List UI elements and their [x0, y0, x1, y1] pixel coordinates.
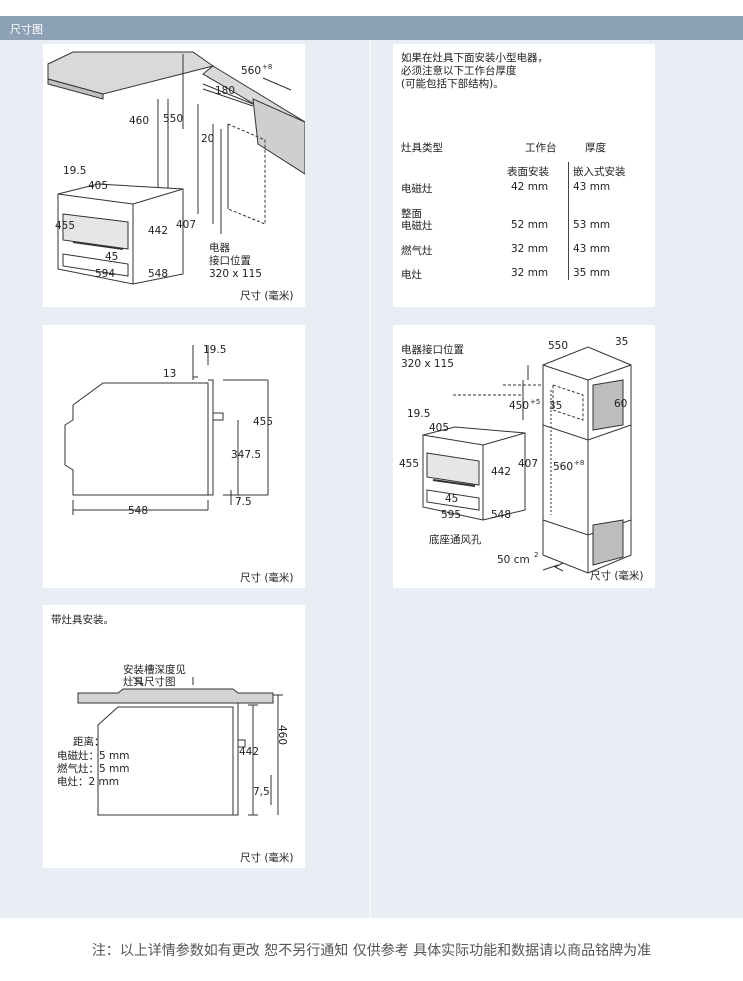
col-header-worktop: 工作台 — [525, 142, 557, 154]
dim-450-tolerance: +5 — [530, 398, 540, 406]
dim-455: 455 — [55, 220, 75, 232]
dim-60: 60 — [614, 398, 627, 410]
dim-20: 20 — [201, 133, 214, 145]
tall-cabinet-drawing: 电器接口位置 320 x 115 550 35 450 +5 35 60 19.… — [399, 336, 644, 582]
dim-594: 594 — [95, 268, 115, 280]
dim-35-side: 35 — [549, 400, 562, 412]
footer-note: 注：以上详情参数如有更改 恕不另行通知 仅供参考 具体实际功能和数据请以商品铭牌… — [91, 943, 652, 959]
dim-407: 407 — [176, 219, 196, 231]
dim-550: 550 — [163, 113, 183, 125]
connector-label-3: 320 x 115 — [209, 268, 262, 280]
dim-460: 460 — [276, 725, 288, 745]
panel-worktop-table: 如果在灶具下面安装小型电器， 必须注意以下工作台厚度 (可能包括下部结构)。 灶… — [393, 44, 655, 307]
dim-347-5: 347.5 — [231, 449, 261, 461]
col-header-builtin: 嵌入式安装 — [573, 166, 626, 178]
dim-548: 548 — [128, 505, 148, 517]
vent-label: 底座通风孔 — [429, 533, 482, 546]
hob-install-title: 带灶具安装。 — [51, 613, 114, 626]
dim-548: 548 — [491, 509, 511, 521]
column-divider — [369, 40, 371, 918]
row-electric-surface: 32 mm — [511, 267, 549, 279]
connector-label-2: 320 x 115 — [401, 358, 454, 370]
connector-label-1: 电器接口位置 — [401, 343, 464, 356]
vent-area-unit-exp: 2 — [534, 551, 538, 559]
dim-455: 455 — [399, 458, 419, 470]
col-header-type: 灶具类型 — [401, 142, 443, 154]
row-gas-type: 燃气灶 — [401, 245, 433, 257]
row-fullzone-surface: 52 mm — [511, 219, 549, 231]
row-electric-type: 电灶 — [401, 269, 422, 281]
row-gas-surface: 32 mm — [511, 243, 549, 255]
dim-560: 560 — [241, 65, 261, 77]
dim-460: 460 — [129, 115, 149, 127]
dim-19-5: 19.5 — [63, 165, 86, 177]
connector-label-1: 电器 — [209, 241, 230, 254]
col-header-surface: 表面安装 — [507, 166, 549, 178]
intro-line-1: 如果在灶具下面安装小型电器， — [401, 52, 548, 64]
unit-label: 尺寸 (毫米) — [240, 571, 294, 584]
hob-install-drawing: 带灶具安装。 安装槽深度见 灶具尺寸图 442 460 7,5 距离： 电磁灶：… — [51, 613, 294, 864]
side-view-drawing: 19.5 13 455 347.5 7.5 548 尺寸 (毫米) — [64, 344, 294, 584]
row-induction-builtin: 43 mm — [573, 181, 611, 193]
dim-180: 180 — [215, 85, 235, 97]
vent-area: 50 cm — [497, 554, 530, 566]
table-divider — [568, 162, 569, 280]
row-fullzone-builtin: 53 mm — [573, 219, 611, 231]
dim-45: 45 — [105, 251, 118, 263]
dim-442: 442 — [148, 225, 168, 237]
dim-7-5: 7.5 — [235, 496, 252, 508]
panel-side-view: 19.5 13 455 347.5 7.5 548 尺寸 (毫米) — [43, 325, 305, 588]
groove-note-1: 安装槽深度见 — [123, 663, 186, 676]
dim-560-tolerance: +8 — [262, 63, 272, 71]
row-induction-type: 电磁灶 — [401, 183, 433, 195]
dim-450: 450 — [509, 400, 529, 412]
panel-tall-cabinet: 电器接口位置 320 x 115 550 35 450 +5 35 60 19.… — [393, 325, 655, 588]
dim-560: 560 — [553, 461, 573, 473]
section-title: 尺寸图 — [10, 23, 43, 36]
distance-title: 距离： — [73, 735, 105, 748]
dim-407: 407 — [518, 458, 538, 470]
dim-405: 405 — [429, 422, 449, 434]
distance-electric: 电灶：2 mm — [57, 775, 119, 788]
panel-install-perspective: 560 +8 180 460 550 20 19.5 405 455 442 4… — [43, 44, 305, 307]
dim-45: 45 — [445, 493, 458, 505]
dim-560-tolerance: +8 — [574, 459, 584, 467]
intro-line-3: (可能包括下部结构)。 — [401, 78, 504, 90]
dim-442: 442 — [491, 466, 511, 478]
col-header-thickness: 厚度 — [585, 142, 606, 154]
install-perspective-drawing: 560 +8 180 460 550 20 19.5 405 455 442 4… — [47, 51, 305, 302]
groove-note-2: 灶具尺寸图 — [123, 675, 176, 688]
intro-line-2: 必须注意以下工作台厚度 — [401, 65, 517, 77]
dim-13: 13 — [163, 368, 176, 380]
dim-19-5: 19.5 — [203, 344, 226, 356]
row-induction-surface: 42 mm — [511, 181, 549, 193]
dim-405: 405 — [88, 180, 108, 192]
distance-gas: 燃气灶：5 mm — [57, 762, 129, 775]
dim-595: 595 — [441, 509, 461, 521]
unit-label: 尺寸 (毫米) — [240, 289, 294, 302]
row-fullzone-type-1: 整面 — [401, 208, 422, 220]
dim-455: 455 — [253, 416, 273, 428]
dim-548: 548 — [148, 268, 168, 280]
panel-hob-install: 带灶具安装。 安装槽深度见 灶具尺寸图 442 460 7,5 距离： 电磁灶：… — [43, 605, 305, 868]
unit-label: 尺寸 (毫米) — [590, 569, 644, 582]
dim-7-5: 7,5 — [253, 786, 270, 798]
distance-induction: 电磁灶：5 mm — [57, 749, 129, 762]
row-gas-builtin: 43 mm — [573, 243, 611, 255]
row-fullzone-type-2: 电磁灶 — [401, 220, 433, 232]
dim-35-top: 35 — [615, 336, 628, 348]
section-header: 尺寸图 — [0, 16, 743, 40]
connector-label-2: 接口位置 — [209, 254, 251, 267]
footer: 注：以上详情参数如有更改 恕不另行通知 仅供参考 具体实际功能和数据请以商品铭牌… — [0, 918, 743, 981]
dim-550: 550 — [548, 340, 568, 352]
dim-442: 442 — [239, 746, 259, 758]
unit-label: 尺寸 (毫米) — [240, 851, 294, 864]
row-electric-builtin: 35 mm — [573, 267, 611, 279]
dim-19-5: 19.5 — [407, 408, 430, 420]
